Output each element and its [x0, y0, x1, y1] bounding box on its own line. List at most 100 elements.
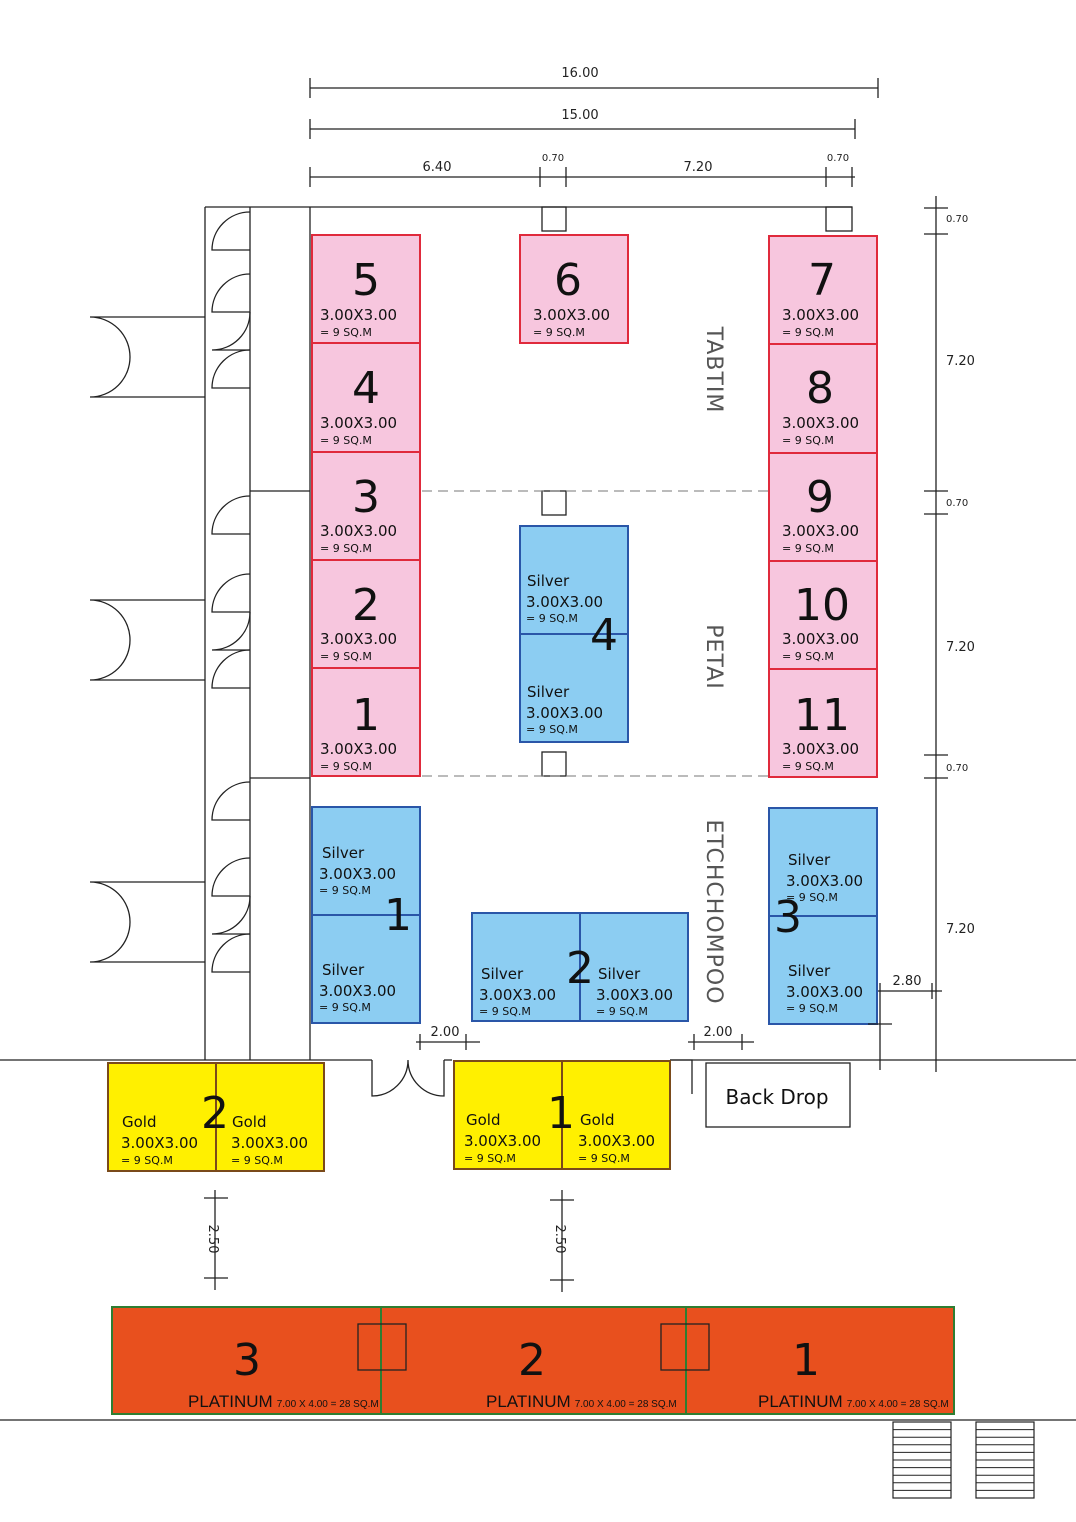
- dim-right-col3: 0.70: [946, 763, 968, 774]
- column: [660, 1323, 710, 1371]
- booth-4[interactable]: 4 3.00X3.00 = 9 SQ.M: [311, 342, 421, 453]
- booth-size: 3.00X3.00: [526, 593, 603, 611]
- booth-size: 3.00X3.00: [782, 740, 859, 758]
- door-icon: [211, 211, 251, 251]
- booth-area: = 9 SQ.M: [526, 612, 578, 625]
- booth-area: = 9 SQ.M: [320, 760, 372, 773]
- tier-label: Silver: [322, 961, 365, 979]
- booth-size: 3.00X3.00: [320, 306, 397, 324]
- booth-area: = 9 SQ.M: [320, 326, 372, 339]
- booth-2[interactable]: 2 3.00X3.00 = 9 SQ.M: [311, 559, 421, 669]
- silver-group-3[interactable]: Silver 3.00X3.00 = 9 SQ.M Silver 3.00X3.…: [768, 807, 878, 1025]
- booth-size: 3.00X3.00: [782, 414, 859, 432]
- booth-area: = 9 SQ.M: [320, 650, 372, 663]
- booth-area: = 9 SQ.M: [578, 1152, 630, 1165]
- group-number: 1: [547, 1088, 575, 1139]
- booth-number: 5: [352, 255, 380, 306]
- booth-size: 3.00X3.00: [121, 1134, 198, 1152]
- booth-size: 3.00X3.00: [782, 522, 859, 540]
- tier-label: Silver: [322, 844, 365, 862]
- booth-size: 3.00X3.00: [231, 1134, 308, 1152]
- dim-right-bay3: 7.20: [946, 922, 975, 937]
- booth-area: = 9 SQ.M: [319, 884, 371, 897]
- silver-group-2[interactable]: Silver 3.00X3.00 = 9 SQ.M Silver 3.00X3.…: [471, 912, 689, 1022]
- booth-area: = 9 SQ.M: [782, 650, 834, 663]
- dim-right-bay2: 7.20: [946, 640, 975, 655]
- booth-area: = 9 SQ.M: [231, 1154, 283, 1167]
- booth-size: 3.00X3.00: [596, 986, 673, 1004]
- tier-label: Silver: [527, 572, 570, 590]
- stairs-icon: [892, 1421, 1035, 1499]
- dim-inner-width: 15.00: [561, 108, 598, 123]
- booth-6[interactable]: 6 3.00X3.00 = 9 SQ.M: [519, 234, 629, 344]
- booth-number: 9: [806, 472, 834, 523]
- column: [541, 751, 567, 777]
- booth-size: 3.00X3.00: [786, 872, 863, 890]
- booth-area: = 9 SQ.M: [526, 723, 578, 736]
- tier-label: Silver: [527, 683, 570, 701]
- dim-seg-col1: 0.70: [542, 153, 564, 164]
- booth-size: 3.00X3.00: [319, 982, 396, 1000]
- booth-size: 3.00X3.00: [786, 983, 863, 1001]
- silver-group-1[interactable]: Silver 3.00X3.00 = 9 SQ.M Silver 3.00X3.…: [311, 806, 421, 1024]
- tier-label: Gold: [232, 1113, 267, 1131]
- booth-area: = 9 SQ.M: [320, 434, 372, 447]
- booth-size: 3.00X3.00: [320, 414, 397, 432]
- booth-number: 4: [352, 363, 380, 414]
- booth-area: = 9 SQ.M: [533, 326, 585, 339]
- booth-size: 3.00X3.00: [578, 1132, 655, 1150]
- column: [357, 1323, 407, 1371]
- booth-size: 3.00X3.00: [319, 865, 396, 883]
- booth-number: 6: [554, 255, 582, 306]
- booth-1[interactable]: 1 3.00X3.00 = 9 SQ.M: [311, 667, 421, 777]
- booth-number: 10: [794, 580, 850, 631]
- gold-booths: Gold 3.00X3.00 = 9 SQ.M Gold 3.00X3.00 =…: [107, 1060, 671, 1172]
- right-dimensions: 0.70 7.20 0.70 7.20 0.70 7.20: [924, 196, 975, 1072]
- booth-9[interactable]: 9 3.00X3.00 = 9 SQ.M: [768, 452, 878, 562]
- dim-seg-mid: 7.20: [684, 160, 713, 175]
- dim-right-col1: 0.70: [946, 214, 968, 225]
- dim-right-col2: 0.70: [946, 498, 968, 509]
- door-icon: [211, 781, 251, 821]
- booth-8[interactable]: 8 3.00X3.00 = 9 SQ.M: [768, 343, 878, 454]
- booth-11[interactable]: 11 3.00X3.00 = 9 SQ.M: [768, 668, 878, 778]
- pink-booths: 5 3.00X3.00 = 9 SQ.M 4 3.00X3.00 = 9 SQ.…: [311, 234, 878, 778]
- platinum-number: 3: [233, 1335, 261, 1386]
- column: [541, 206, 567, 232]
- gold-group-1[interactable]: Gold 3.00X3.00 = 9 SQ.M Gold 3.00X3.00 =…: [453, 1060, 671, 1170]
- dim-right-offset: 2.80: [893, 974, 922, 989]
- booth-10[interactable]: 10 3.00X3.00 = 9 SQ.M: [768, 560, 878, 670]
- door-icon: [211, 273, 251, 313]
- backdrop-label: Back Drop: [725, 1085, 828, 1109]
- backdrop[interactable]: Back Drop: [705, 1062, 851, 1128]
- dim-door-right: 2.00: [704, 1025, 733, 1040]
- platinum-number: 1: [792, 1335, 820, 1386]
- gold-group-2[interactable]: Gold 3.00X3.00 = 9 SQ.M Gold 3.00X3.00 =…: [107, 1062, 325, 1172]
- booth-size: 3.00X3.00: [320, 630, 397, 648]
- dim-door-left: 2.00: [431, 1025, 460, 1040]
- booth-area: = 9 SQ.M: [320, 542, 372, 555]
- silver-group-4[interactable]: Silver 3.00X3.00 = 9 SQ.M Silver 3.00X3.…: [519, 525, 629, 743]
- top-dimensions: 16.00 15.00 6.40 0.70 7.20 0.70: [309, 66, 879, 187]
- booth-number: 3: [352, 472, 380, 523]
- booth-area: = 9 SQ.M: [782, 326, 834, 339]
- booth-number: 2: [352, 580, 380, 631]
- booth-number: 7: [808, 255, 836, 306]
- dim-seg-col2: 0.70: [827, 153, 849, 164]
- booth-3[interactable]: 3 3.00X3.00 = 9 SQ.M: [311, 451, 421, 561]
- booth-area: = 9 SQ.M: [782, 760, 834, 773]
- booth-area: = 9 SQ.M: [121, 1154, 173, 1167]
- booth-5[interactable]: 5 3.00X3.00 = 9 SQ.M: [311, 234, 421, 344]
- booth-area: = 9 SQ.M: [782, 542, 834, 555]
- group-number: 1: [384, 890, 412, 941]
- tier-label: Silver: [598, 965, 641, 983]
- booth-7[interactable]: 7 3.00X3.00 = 9 SQ.M: [768, 235, 878, 345]
- group-number: 4: [590, 610, 618, 661]
